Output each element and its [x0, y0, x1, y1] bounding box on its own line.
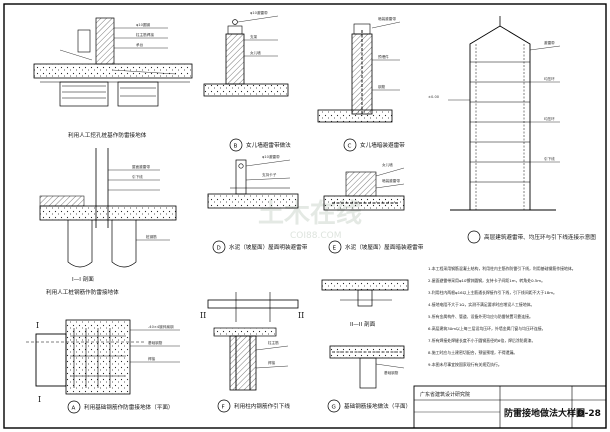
svg-text:引下线: 引下线 [132, 174, 143, 179]
svg-text:屋面避雷带: 屋面避雷带 [132, 164, 150, 169]
detail-pile-section: 屋面避雷带 引下线 桩钢筋 I—I 剖面 利用人工桩钢筋作防雷接地体 [39, 148, 177, 296]
detail-highrise-elevation: 避雷带 均压环 均压环 引下线 ±0.00 高层建筑避雷带、均压环与引下线连接示… [428, 16, 596, 244]
detail-column-f: 柱主筋 焊接 F 利用柱内钢筋作引下线 [213, 327, 290, 413]
svg-text:φ10圆钢: φ10圆钢 [136, 22, 151, 27]
detail-roof-e: 女儿墙 暗装避雷带 E 水泥（坡屋面）屋面暗装避雷带 [323, 162, 424, 254]
sheet-number: D-28 [577, 409, 601, 419]
note-6: 6.高层建筑30m以上每三层设均压环，外墙金属门窗与均压环连接。 [428, 326, 546, 331]
svg-text:柱主筋: 柱主筋 [268, 340, 279, 345]
svg-text:支持卡子: 支持卡子 [262, 172, 277, 177]
detail-parapet-b: φ10避雷带 支架 女儿墙 B 女儿墙避雷带做法 [203, 10, 291, 152]
design-notes: 1.本工程采用钢筋混凝土结构，利用柱内主筋作防雷引下线，利用基础钢筋作接地体。 … [428, 266, 576, 367]
svg-text:避雷带: 避雷带 [544, 40, 555, 45]
svg-text:±0.00: ±0.00 [428, 95, 440, 99]
sheet-title: 防雷接地做法大样图 [504, 407, 585, 419]
section-mark-ii: II—II 剖面 [350, 320, 376, 328]
svg-text:I: I [36, 321, 39, 330]
detail-pile-top: φ10圆钢 柱主筋焊接 承台 利用人工挖孔桩基作防雷接地体 [33, 17, 193, 139]
note-3: 3.利用柱内两根φ16以上主筋通长焊接作引下线，引下线间距不大于18m。 [428, 290, 557, 295]
svg-text:承台: 承台 [136, 42, 144, 47]
svg-text:II: II [200, 311, 206, 320]
svg-text:均压环: 均压环 [544, 116, 555, 121]
mark-d4: B [234, 144, 238, 150]
svg-text:II: II [298, 311, 304, 320]
title-block: 广东省建筑设计研究院 防雷接地做法大样图 D-28 [413, 385, 607, 429]
detail-foundation-plan: I I -40×4镀锌扁钢 基础钢筋 焊接 A 利用基础钢筋作防雷接地体（平面） [26, 319, 180, 414]
caption-d3: 利用基础钢筋作防雷接地体（平面） [84, 403, 174, 411]
svg-text:均压环: 均压环 [544, 76, 555, 81]
svg-text:I: I [38, 395, 41, 404]
svg-text:支架: 支架 [250, 34, 258, 39]
caption-d4: 女儿墙避雷带做法 [246, 141, 291, 149]
mark-d3: A [72, 406, 76, 412]
note-9: 9.本图未尽事宜按国家现行有关规范执行。 [428, 362, 502, 367]
sheet-border [3, 3, 607, 429]
watermark-sub: COI88.COM [290, 231, 341, 241]
mark-d9: G [332, 405, 336, 411]
mark-d7: E [333, 246, 337, 252]
svg-text:桩钢筋: 桩钢筋 [146, 234, 157, 239]
svg-text:基础钢筋: 基础钢筋 [148, 340, 163, 345]
svg-text:焊接: 焊接 [268, 360, 276, 365]
mark-d8: F [222, 405, 225, 411]
detail-parapet-c: 暗装避雷带 预埋件 钢筋 C 女儿墙暗装避雷带 [317, 16, 405, 152]
svg-text:φ10避雷带: φ10避雷带 [250, 10, 268, 15]
svg-text:暗装避雷带: 暗装避雷带 [382, 178, 400, 183]
svg-text:φ10避雷带: φ10避雷带 [262, 154, 280, 159]
detail-roof-d: φ10避雷带 支持卡子 D 水泥（坡屋面）屋面明装避雷带 [207, 154, 308, 254]
caption-d5: 女儿墙暗装避雷带 [360, 141, 405, 149]
svg-text:引下线: 引下线 [544, 156, 555, 161]
section-mark-i: I—I 剖面 [72, 275, 94, 283]
svg-text:钢筋: 钢筋 [378, 84, 386, 89]
note-2: 2.屋面避雷带采用φ10镀锌圆钢，支持卡子间距1m，转角处0.5m。 [428, 278, 545, 283]
mark-d6: D [217, 246, 221, 252]
note-5: 5.所有金属构件、管道、设备外壳均应与防雷装置可靠连接。 [428, 314, 533, 319]
mark-d5: C [348, 144, 352, 150]
caption-d7: 水泥（坡屋面）屋面暗装避雷带 [345, 243, 424, 251]
caption-d1: 利用人工挖孔桩基作防雷接地体 [68, 131, 147, 139]
caption-d10: 高层建筑避雷带、均压环与引下线连接示意图 [484, 233, 596, 241]
svg-text:基础钢筋: 基础钢筋 [384, 370, 399, 375]
caption-d8: 利用柱内钢筋作引下线 [234, 402, 290, 410]
svg-text:暗装避雷带: 暗装避雷带 [378, 16, 396, 21]
svg-text:女儿墙: 女儿墙 [250, 50, 261, 55]
detail-section-ii: II II II—II 剖面 [200, 279, 409, 328]
svg-text:柱主筋焊接: 柱主筋焊接 [136, 32, 154, 37]
svg-text:预埋件: 预埋件 [378, 54, 389, 59]
svg-text:-40×4镀锌扁钢: -40×4镀锌扁钢 [148, 324, 174, 329]
designer-name: 广东省建筑设计研究院 [420, 391, 470, 398]
note-7: 7.所有焊接处焊缝长度不小于圆钢直径的6倍，焊后涂防腐漆。 [428, 338, 535, 343]
note-1: 1.本工程采用钢筋混凝土结构，利用柱内主筋作防雷引下线，利用基础钢筋作接地体。 [428, 266, 576, 271]
note-4: 4.接地电阻不大于1Ω，实测不满足要求时应增设人工接地体。 [428, 302, 534, 307]
svg-text:女儿墙: 女儿墙 [382, 162, 393, 167]
note-8: 8.施工时应与土建密切配合，预留预埋，不得遗漏。 [428, 350, 517, 355]
detail-foundation-g: 基础钢筋 G 基础钢筋接地做法（平面） [327, 345, 411, 413]
caption-d6: 水泥（坡屋面）屋面明装避雷带 [229, 243, 308, 251]
caption-d2: 利用人工桩钢筋作防雷接地体 [46, 288, 119, 296]
caption-d9: 基础钢筋接地做法（平面） [344, 402, 411, 410]
svg-text:焊接: 焊接 [148, 356, 156, 361]
